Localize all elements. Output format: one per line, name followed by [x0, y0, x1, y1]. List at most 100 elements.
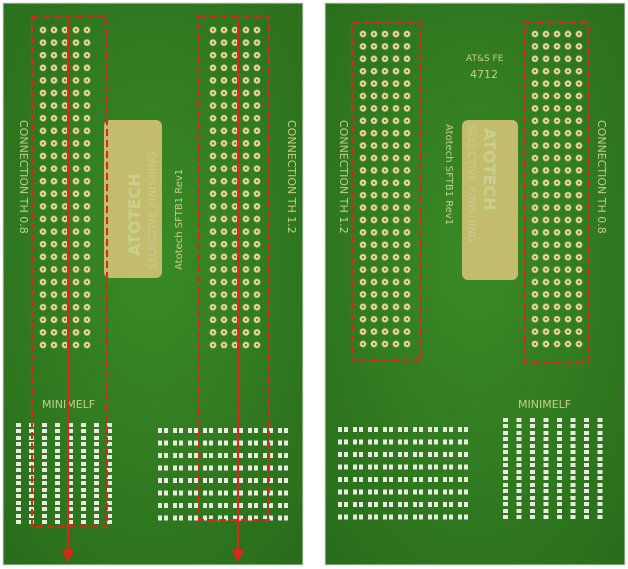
through-hole-pad-hole: [52, 142, 56, 145]
smd-pad: [398, 452, 402, 457]
through-hole-pad-hole: [244, 28, 248, 32]
through-hole-pad-hole: [244, 167, 248, 170]
through-hole-pad-hole: [63, 167, 67, 170]
smd-pad: [16, 423, 21, 427]
through-hole-pad-hole: [544, 342, 548, 346]
through-hole-pad-hole: [372, 82, 376, 85]
through-hole-pad-hole: [222, 293, 226, 296]
smd-pad: [584, 418, 589, 422]
smd-pad: [597, 470, 603, 474]
right-board-top-marking: AT&S FE: [466, 54, 504, 64]
through-hole-pad-hole: [74, 41, 78, 44]
smd-pad: [338, 464, 342, 470]
through-hole-pad-hole: [233, 91, 237, 95]
smd-pad: [543, 431, 549, 435]
smd-pad: [570, 450, 576, 454]
through-hole-pad-hole: [533, 94, 537, 98]
through-hole-pad-hole: [63, 142, 67, 145]
smd-pad: [42, 442, 47, 446]
smd-pad: [42, 462, 47, 466]
smd-pad: [16, 520, 21, 524]
through-hole-pad-hole: [211, 268, 215, 271]
through-hole-pad-hole: [566, 94, 570, 98]
right-board-right-label: CONNECTION TH 0.8: [595, 120, 608, 234]
smd-pad: [194, 490, 198, 496]
smd-pad: [158, 428, 162, 433]
smd-pad: [269, 440, 273, 446]
smd-pad: [248, 515, 252, 521]
through-hole-pad-hole: [211, 205, 215, 208]
through-hole-pad-hole: [233, 154, 237, 158]
through-hole-pad-hole: [244, 331, 248, 334]
smd-pad: [107, 514, 112, 518]
through-hole-pad-hole: [244, 205, 248, 208]
through-hole-pad-hole: [85, 41, 89, 44]
smd-pad: [94, 436, 99, 440]
smd-pad: [344, 439, 348, 445]
smd-pad: [55, 475, 60, 479]
through-hole-pad-hole: [533, 69, 537, 73]
through-hole-pad-hole: [555, 255, 559, 259]
through-hole-pad-hole: [394, 255, 398, 259]
through-hole-pad-hole: [361, 193, 365, 197]
through-hole-pad-hole: [555, 243, 559, 247]
smd-pad: [359, 477, 363, 482]
smd-pad: [557, 457, 562, 461]
through-hole-pad-hole: [233, 255, 237, 259]
smd-pad: [68, 442, 73, 446]
through-hole-pad-hole: [566, 169, 570, 172]
through-hole-pad-hole: [85, 280, 89, 284]
through-hole-pad-hole: [577, 317, 581, 321]
smd-pad: [516, 457, 522, 461]
through-hole-pad-hole: [52, 192, 56, 196]
through-hole-pad-hole: [555, 131, 559, 135]
through-hole-pad-hole: [544, 82, 548, 85]
through-hole-pad-hole: [577, 107, 581, 110]
smd-pad: [597, 450, 603, 454]
through-hole-pad-hole: [577, 57, 581, 61]
smd-pad: [597, 463, 603, 467]
through-hole-pad-hole: [372, 293, 376, 296]
smd-pad: [503, 444, 508, 448]
through-hole-pad-hole: [372, 231, 376, 234]
through-hole-pad-hole: [233, 331, 237, 334]
through-hole-pad-hole: [222, 116, 226, 120]
smd-pad: [254, 428, 258, 433]
smd-pad: [570, 476, 576, 480]
smd-pad: [158, 478, 162, 483]
through-hole-pad-hole: [566, 193, 570, 197]
smd-pad: [359, 427, 363, 432]
smd-pad: [374, 502, 378, 507]
through-hole-pad-hole: [555, 268, 559, 271]
through-hole-pad-hole: [63, 230, 67, 233]
through-hole-pad-hole: [372, 107, 376, 110]
smd-pad: [584, 463, 589, 467]
smd-pad: [428, 514, 432, 520]
through-hole-pad-hole: [405, 231, 409, 234]
smd-pad: [68, 475, 73, 479]
through-hole-pad-hole: [533, 305, 537, 309]
smd-pad: [344, 502, 348, 507]
smd-pad: [42, 436, 47, 440]
through-hole-pad-hole: [85, 66, 89, 70]
through-hole-pad-hole: [383, 317, 387, 321]
through-hole-pad-hole: [533, 293, 537, 296]
through-hole-pad-hole: [533, 32, 537, 36]
smd-pad: [464, 514, 468, 520]
smd-pad: [284, 490, 288, 496]
smd-pad: [239, 465, 243, 471]
through-hole-pad-hole: [372, 144, 376, 147]
smd-pad: [81, 488, 86, 492]
through-hole-pad-hole: [52, 343, 56, 347]
through-hole-pad-hole: [211, 305, 215, 309]
through-hole-pad-hole: [361, 144, 365, 147]
through-hole-pad-hole: [63, 242, 67, 246]
smd-pad: [81, 449, 86, 453]
through-hole-pad-hole: [566, 119, 570, 123]
smd-pad: [383, 502, 387, 507]
through-hole-pad-hole: [533, 156, 537, 160]
through-hole-pad-hole: [63, 91, 67, 95]
through-hole-pad-hole: [211, 142, 215, 145]
smd-pad: [16, 468, 21, 472]
smd-pad: [94, 455, 99, 459]
